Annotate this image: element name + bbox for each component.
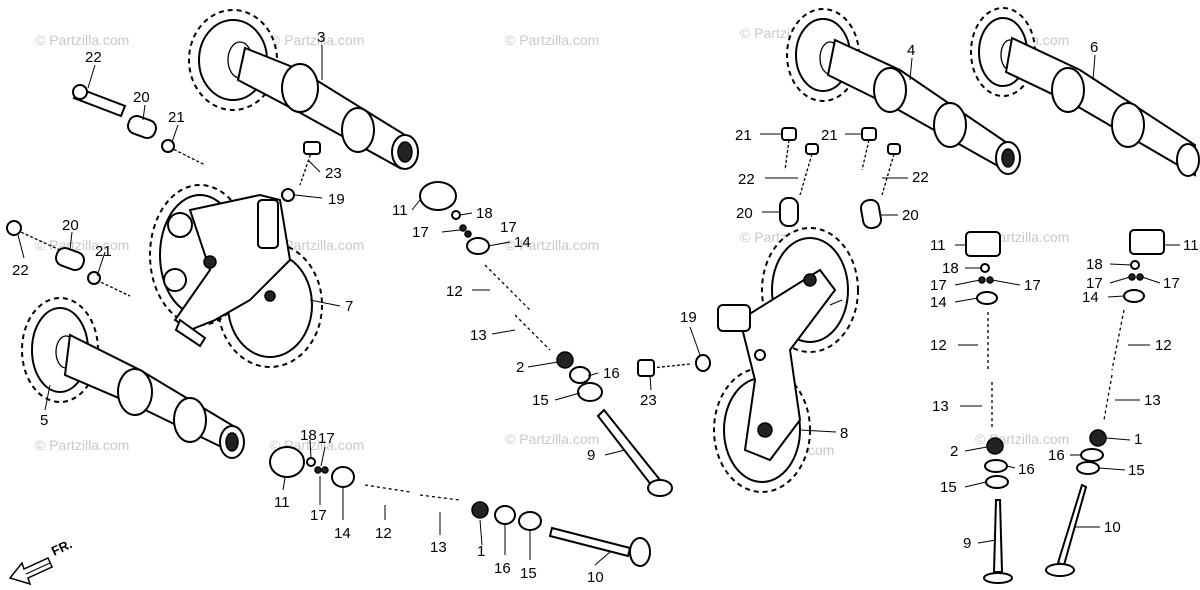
watermark: © Partzilla.com [505,431,599,447]
callout-17: 17 [318,430,335,447]
callout-14: 14 [1082,289,1099,306]
callout-15: 15 [940,479,957,496]
callout-19: 19 [328,191,345,208]
sprocket-assembly-8 [713,227,859,493]
bolt-group-left-top [72,84,206,166]
direction-label: FR. [49,536,74,558]
camshaft-4 [786,8,1021,175]
callout-17: 17 [310,507,327,524]
callout-15: 15 [520,565,537,582]
callout-16: 16 [494,560,511,577]
callout-12: 12 [446,283,463,300]
leader-lines [17,45,1180,566]
callout-16: 16 [1048,447,1065,464]
callout-21: 21 [95,243,112,260]
callout-22: 22 [12,262,29,279]
valve-train-bottom [269,446,651,567]
callout-18: 18 [1086,256,1103,273]
callout-18: 18 [476,205,493,222]
callout-13: 13 [470,327,487,344]
callout-9: 9 [963,535,971,552]
callout-11: 11 [274,494,290,511]
camshaft-6 [970,7,1200,177]
sprocket-assembly-7 [149,184,323,368]
watermark: © Partzilla.com [35,437,129,453]
callout-12: 12 [930,337,947,354]
callout-19: 19 [680,309,697,326]
callout-17: 17 [1024,277,1041,294]
callout-18: 18 [300,427,317,444]
callout-16: 16 [1018,461,1035,478]
callout-23: 23 [325,165,342,182]
callout-20: 20 [902,207,919,224]
callout-13: 13 [932,398,949,415]
callout-10: 10 [1104,519,1121,536]
callout-22: 22 [85,49,102,66]
callout-13: 13 [430,539,447,556]
callout-5: 5 [40,412,48,429]
callout-17: 17 [412,224,429,241]
callout-17: 17 [930,277,947,294]
watermark: © Partzilla.com [505,32,599,48]
front-arrow-icon [8,557,53,586]
callout-18: 18 [942,260,959,277]
callout-14: 14 [334,525,351,542]
callout-15: 15 [1128,462,1145,479]
callout-3: 3 [317,29,325,46]
valve-stack-right-b [1045,229,1165,577]
callout-2: 2 [950,443,958,460]
bolt-group-left-mid [6,220,131,297]
valve-stack-right-a [965,231,1013,584]
callout-17: 17 [1086,275,1103,292]
callout-16: 16 [603,365,620,382]
callout-12: 12 [375,525,392,542]
callout-6: 6 [1090,39,1098,56]
watermark: © Partzilla.com [35,32,129,48]
callout-20: 20 [133,89,150,106]
callout-14: 14 [514,234,531,251]
watermark: © Partzilla.com [505,237,599,253]
callout-8: 8 [840,425,848,442]
callout-22: 22 [738,171,755,188]
camshaft-5 [21,297,245,459]
callout-labels: 3 4 6 5 7 8 22 20 21 23 19 20 22 21 11 1… [12,29,1199,586]
valve-train-center [419,181,673,497]
callout-17: 17 [1163,275,1180,292]
callout-4: 4 [907,42,915,59]
callout-11: 11 [1183,237,1199,254]
callout-17: 17 [500,219,517,236]
callout-21: 21 [821,127,838,144]
callout-15: 15 [532,392,549,409]
direction-indicator: FR. [8,536,74,586]
callout-12: 12 [1155,337,1172,354]
callout-10: 10 [587,569,604,586]
watermark: © Partzilla.com [270,237,364,253]
callout-1: 1 [477,543,485,560]
watermark: © Partzilla.com [270,32,364,48]
callout-11: 11 [392,202,408,219]
callout-21: 21 [168,109,185,126]
callout-1: 1 [1134,431,1142,448]
callout-20: 20 [736,205,753,222]
bolt-23-19-center [637,354,711,377]
callout-23: 23 [640,392,657,409]
callout-9: 9 [587,447,595,464]
callout-11: 11 [930,237,946,254]
callout-21: 21 [735,127,752,144]
callout-22: 22 [912,169,929,186]
callout-14: 14 [930,294,947,311]
callout-13: 13 [1144,392,1161,409]
camshaft-3 [188,9,419,170]
callout-7: 7 [345,298,353,315]
callout-20: 20 [62,217,79,234]
bolt-23-19-left [281,141,321,202]
bolt-group-right [779,127,901,230]
callout-2: 2 [516,359,524,376]
